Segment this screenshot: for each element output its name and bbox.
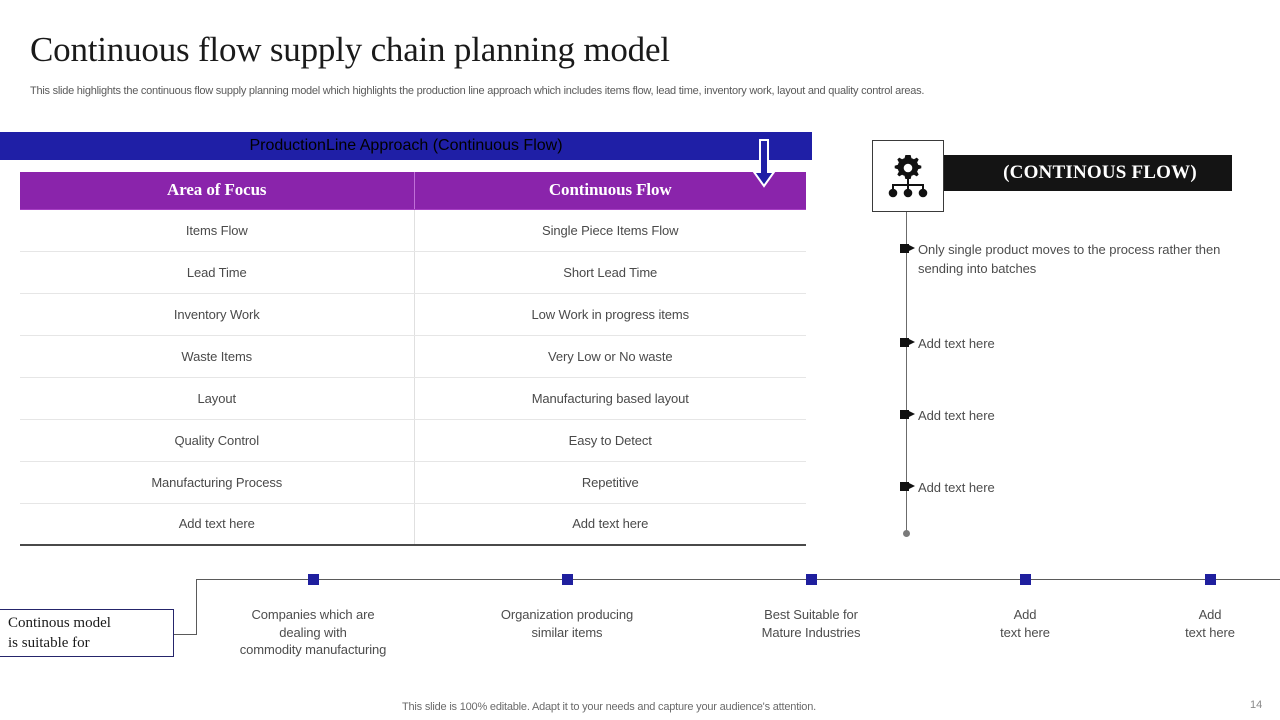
bullet-timeline-line [906,212,907,534]
table-row: Waste Items Very Low or No waste [20,335,806,378]
table-header-area-of-focus: Area of Focus [20,172,415,210]
table-row: Manufacturing Process Repetitive [20,461,806,504]
timeline-marker [308,574,319,585]
table-row: Layout Manufacturing based layout [20,377,806,420]
table-row: Lead Time Short Lead Time [20,251,806,294]
cell-area: Inventory Work [20,293,415,336]
production-line-banner: ProductionLine Approach (Continuous Flow… [0,132,812,160]
suitable-for-box: Continous model is suitable for [0,609,174,657]
timeline-label: Companies which are dealing with commodi… [239,607,387,657]
gear-hierarchy-icon [888,155,928,198]
cell-area: Layout [20,377,415,420]
cell-area: Waste Items [20,335,415,378]
bullet-item: Only single product moves to the process… [900,240,1230,278]
table-row: Inventory Work Low Work in progress item… [20,293,806,336]
cell-area: Quality Control [20,419,415,462]
timeline-marker [1205,574,1216,585]
cell-flow: Easy to Detect [414,419,806,462]
table-row: Add text here Add text here [20,503,806,546]
bullet-item: Add text here [900,406,1230,425]
page-number: 14 [1250,699,1263,711]
bullet-marker-icon [900,338,918,348]
timeline-connector-vertical [196,579,197,634]
page-title: Continuous flow supply chain planning mo… [30,30,670,69]
bullet-label: Add text here [918,408,995,423]
table-row: Quality Control Easy to Detect [20,419,806,462]
page-subtitle: This slide highlights the continuous flo… [30,85,925,97]
cell-flow: Single Piece Items Flow [414,209,806,252]
suitable-for-line2: is suitable for [8,635,90,651]
timeline-label: Add text here [1185,607,1235,640]
bullet-label: Add text here [918,480,995,495]
timeline-label: Organization producing similar items [500,607,634,640]
bullet-item: Add text here [900,478,1230,497]
bullet-label: Add text here [918,336,995,351]
cell-flow: Low Work in progress items [414,293,806,336]
timeline-connector-horizontal [172,634,197,635]
cell-flow: Short Lead Time [414,251,806,294]
table-header-continuous-flow: Continuous Flow [414,172,806,210]
suitable-for-line1: Continous model [8,615,111,631]
comparison-table: Area of Focus Continuous Flow Items Flow… [20,172,806,546]
timeline-axis [196,579,1280,580]
table-header-row: Area of Focus Continuous Flow [20,172,806,210]
cell-flow: Very Low or No waste [414,335,806,378]
bullet-label: Only single product moves to the process… [918,242,1221,276]
continuous-flow-title-bar: (CONTINOUS FLOW) [916,155,1232,191]
banner-label: ProductionLine Approach (Continuous Flow… [249,137,563,154]
timeline-marker [806,574,817,585]
cell-area: Manufacturing Process [20,461,415,504]
cell-area: Add text here [20,503,415,546]
cell-flow: Repetitive [414,461,806,504]
arrow-down-icon [752,139,776,188]
timeline-label: Add text here [1000,607,1050,640]
continuous-flow-title: (CONTINOUS FLOW) [1003,162,1197,183]
cell-flow: Manufacturing based layout [414,377,806,420]
continuous-flow-icon-box [872,140,944,212]
bullet-timeline-end-dot [903,530,910,537]
timeline-marker [1020,574,1031,585]
footer-note: This slide is 100% editable. Adapt it to… [402,701,816,713]
bullet-marker-icon [900,410,918,420]
bullet-item: Add text here [900,334,1230,353]
bullet-marker-icon [900,482,918,492]
timeline-marker [562,574,573,585]
cell-area: Items Flow [20,209,415,252]
table-row: Items Flow Single Piece Items Flow [20,209,806,252]
timeline-label: Best Suitable for Mature Industries [761,607,861,640]
cell-flow: Add text here [414,503,806,546]
cell-area: Lead Time [20,251,415,294]
bullet-marker-icon [900,244,918,254]
